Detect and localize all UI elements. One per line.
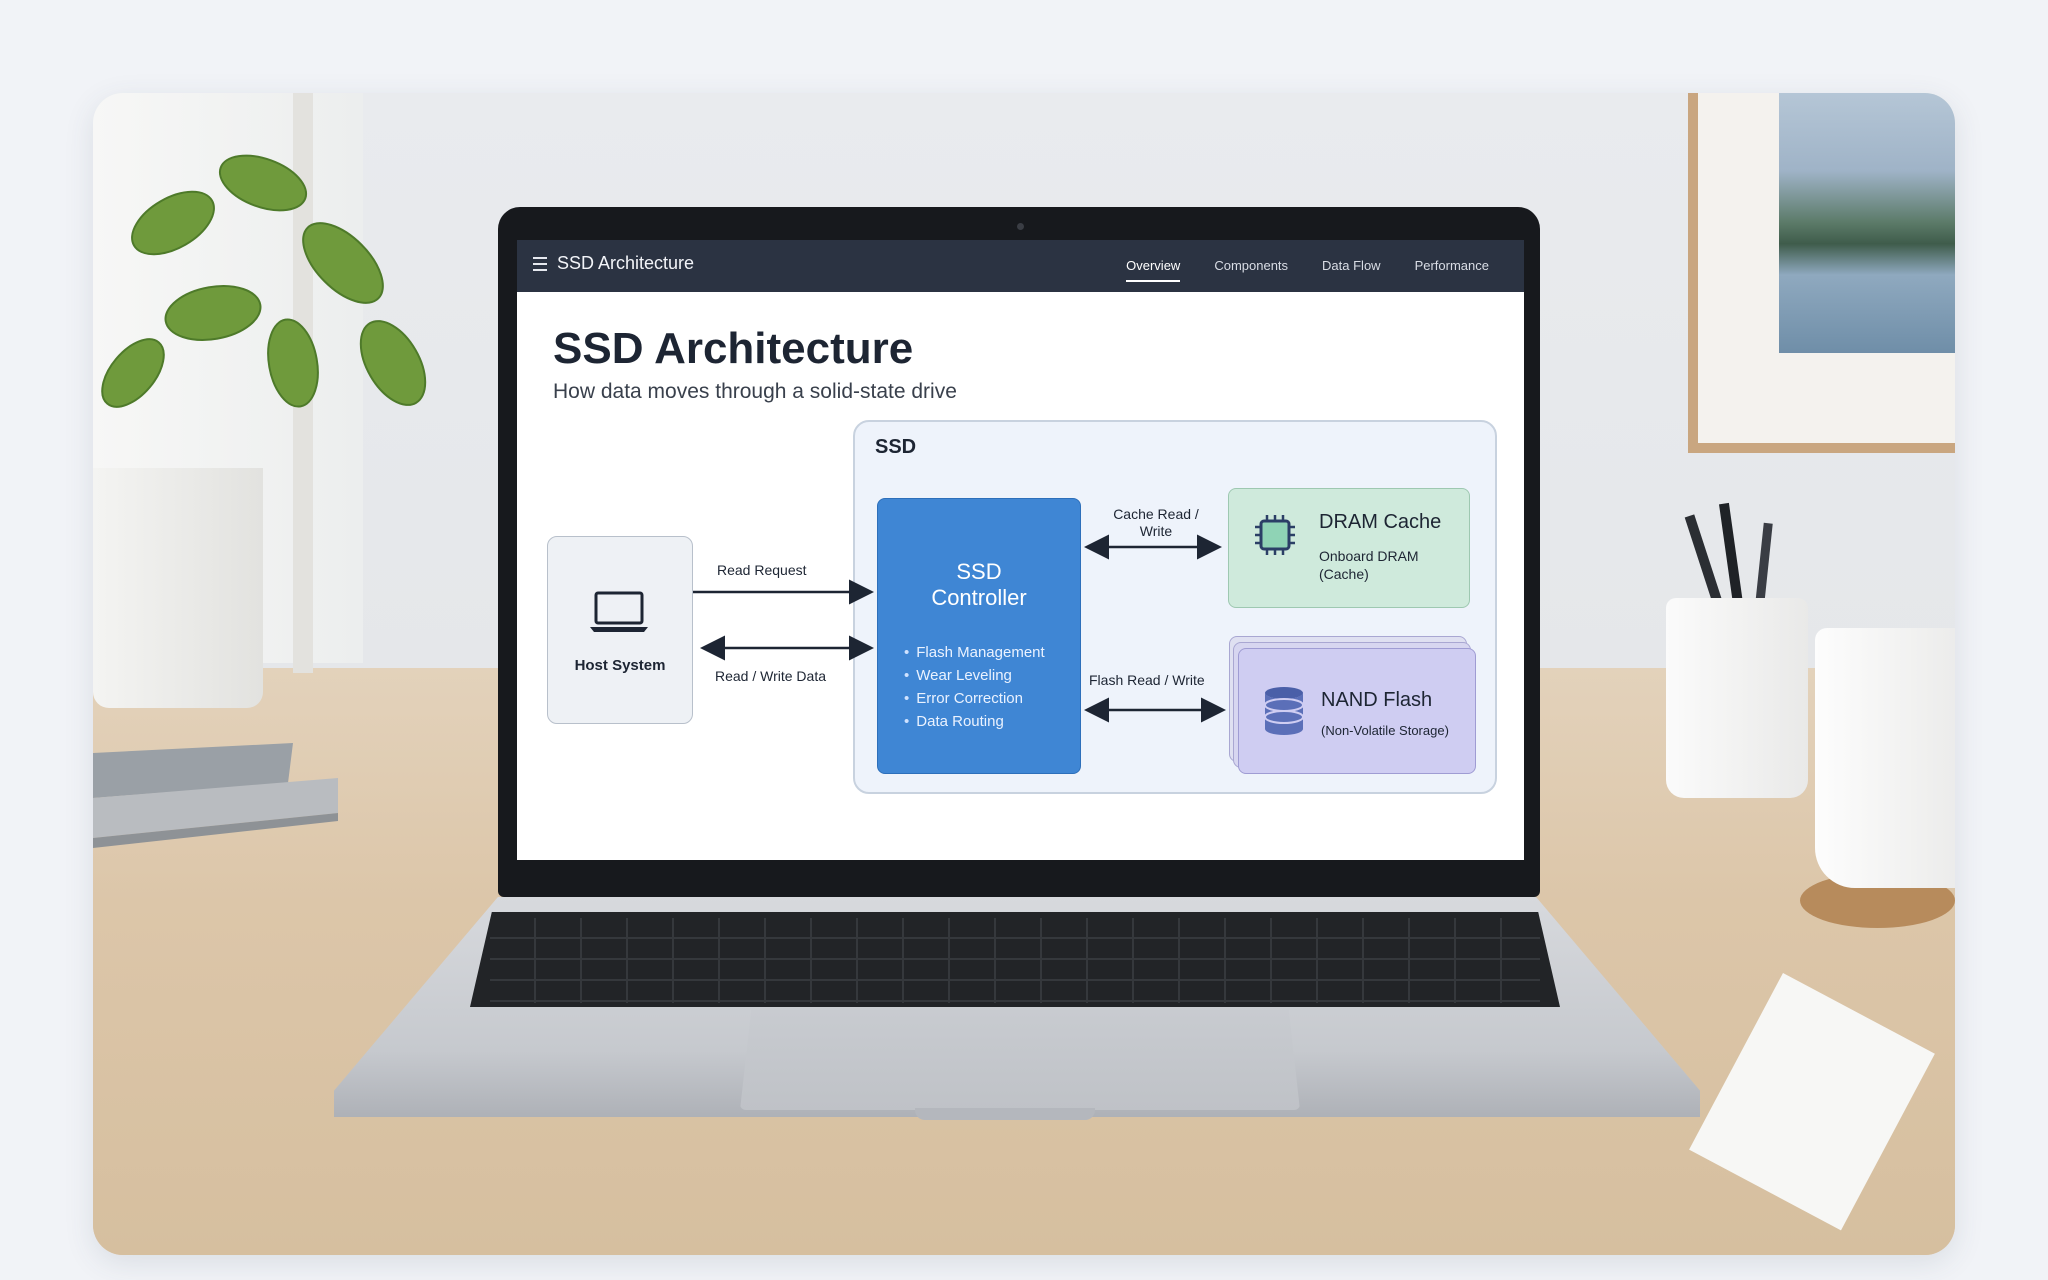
app-title: SSD Architecture — [557, 253, 695, 273]
top-nav-bar: SSD Architecture Overview Components Dat… — [517, 240, 1524, 292]
chip-icon — [1255, 515, 1295, 555]
database-icon — [1264, 687, 1304, 735]
list-item: Data Routing — [904, 710, 1045, 733]
page-title: SSD Architecture — [553, 324, 914, 373]
books-icon — [93, 743, 338, 848]
tab-performance[interactable]: Performance — [1414, 258, 1489, 273]
dram-cache-node[interactable]: DRAM Cache Onboard DRAM (Cache) — [1228, 488, 1470, 608]
mountain-lake-picture — [1779, 93, 1955, 353]
plant-icon — [101, 154, 427, 408]
webcam-icon — [1017, 223, 1024, 230]
label-cache-read-write: Cache Read / Write — [1113, 506, 1199, 539]
page-subtitle: How data moves through a solid-state dri… — [553, 380, 957, 403]
nand-flash-node[interactable]: NAND Flash (Non-Volatile Storage) — [1238, 648, 1476, 774]
dram-subtitle: Onboard DRAM (Cache) — [1319, 548, 1419, 582]
label-read-write-data: Read / Write Data — [715, 668, 827, 684]
keyboard-keys — [490, 918, 1540, 1003]
list-item: Error Correction — [904, 687, 1045, 710]
controller-feature-list: Flash Management Wear Leveling Error Cor… — [904, 641, 1045, 733]
label-flash-read-write: Flash Read / Write — [1089, 672, 1205, 688]
tab-data-flow[interactable]: Data Flow — [1322, 258, 1381, 273]
lid-notch — [915, 1108, 1095, 1120]
pen-cup — [1666, 598, 1808, 798]
nav-tabs: Overview Components Data Flow Performanc… — [1126, 240, 1489, 292]
label-read-request: Read Request — [717, 562, 807, 578]
host-system-node[interactable]: Host System — [547, 536, 693, 724]
tab-components[interactable]: Components — [1214, 258, 1289, 273]
ssd-controller-node[interactable]: SSD Controller Flash Management Wear Lev… — [877, 498, 1081, 774]
flow-arrows — [693, 534, 1226, 723]
controller-title: SSD Controller — [931, 559, 1027, 610]
list-item: Flash Management — [904, 641, 1044, 664]
plant-pot — [93, 468, 263, 708]
menu-icon[interactable] — [533, 257, 547, 271]
tab-overview[interactable]: Overview — [1126, 240, 1181, 292]
host-system-label: Host System — [574, 657, 666, 674]
ssd-container-label: SSD — [875, 436, 917, 458]
laptop-screen: SSD Architecture Overview Components Dat… — [517, 240, 1524, 860]
list-item: Wear Leveling — [904, 664, 1045, 687]
nand-subtitle: (Non-Volatile Storage) — [1321, 723, 1449, 738]
trackpad — [740, 1010, 1300, 1110]
dram-title: DRAM Cache — [1319, 511, 1442, 533]
nand-title: NAND Flash — [1321, 689, 1433, 711]
coffee-mug — [1815, 628, 1955, 888]
laptop-icon — [590, 591, 648, 632]
